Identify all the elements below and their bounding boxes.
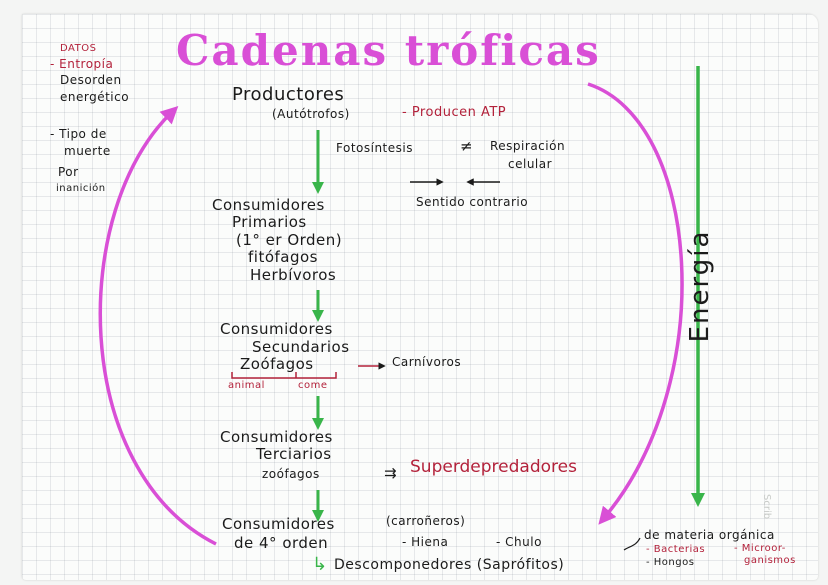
terciarios-line1: Consumidores: [220, 428, 333, 446]
descomponedores-tilde: [623, 537, 641, 551]
respiracion-label: Respiración: [490, 139, 566, 153]
descomponedores-arrow: ↳: [312, 554, 328, 575]
materia-organica-label: de materia orgánica: [644, 528, 775, 542]
microorganismos-line1: - Microor-: [734, 543, 786, 554]
animal-label: animal: [228, 380, 265, 391]
primarios-line4: fitófagos: [248, 248, 318, 266]
note-inanicion: inanición: [56, 183, 106, 194]
terciarios-line3: zoófagos: [262, 467, 320, 481]
celular-label: celular: [508, 157, 553, 171]
terciarios-line2: Terciarios: [256, 445, 332, 463]
sentido-contrario-label: Sentido contrario: [416, 195, 529, 209]
cuarto-line1: Consumidores: [222, 515, 335, 533]
carroneros-label: (carroñeros): [386, 514, 466, 528]
descomponedores-label: Descomponedores (Saprófitos): [334, 557, 565, 573]
superdepredadores-label: Superdepredadores: [410, 457, 577, 477]
productores-subtitle: (Autótrofos): [272, 107, 350, 121]
primarios-line1: Consumidores: [212, 196, 325, 214]
primarios-line3: (1° er Orden): [236, 231, 343, 249]
fotosintesis-label: Fotosíntesis: [336, 141, 413, 155]
microorganismos-line2: ganismos: [744, 555, 796, 566]
terciarios-arrow: ⇉: [384, 464, 398, 482]
zoofagos-bracket: [231, 372, 337, 379]
chulo-label: - Chulo: [496, 535, 542, 549]
hongos-label: - Hongos: [646, 557, 695, 568]
page-title: Cadenas tróficas: [176, 26, 601, 75]
note-muerte: muerte: [64, 144, 111, 158]
note-desorden: Desorden: [60, 73, 122, 87]
right-descent-arrow: [587, 82, 684, 525]
note-energetico: energético: [60, 90, 130, 104]
productores-note: - Producen ATP: [402, 105, 507, 120]
hiena-label: - Hiena: [402, 535, 449, 549]
watermark-stamp: Scrib: [761, 494, 772, 520]
note-por: Por: [58, 165, 79, 179]
notebook-page: [22, 14, 818, 580]
cuarto-line2: de 4° orden: [234, 534, 329, 552]
productores-title: Productores: [232, 84, 345, 105]
come-label: come: [298, 380, 328, 391]
primarios-line2: Primarios: [232, 213, 307, 231]
not-equal-symbol: ≠: [460, 137, 474, 155]
bacterias-label: - Bacterias: [646, 544, 706, 555]
energia-label: Energía: [685, 229, 715, 343]
secundarios-line1: Consumidores: [220, 320, 333, 338]
note-datos: DATOS: [60, 43, 97, 54]
note-tipo-de: - Tipo de: [50, 127, 107, 141]
secundarios-line2: Secundarios: [252, 338, 350, 356]
note-entropia: - Entropía: [50, 57, 114, 71]
carnivoros-label: Carnívoros: [392, 355, 462, 369]
secundarios-line3: Zoófagos: [240, 355, 314, 373]
left-return-arrow: [98, 105, 217, 546]
primarios-line5: Herbívoros: [250, 266, 337, 284]
